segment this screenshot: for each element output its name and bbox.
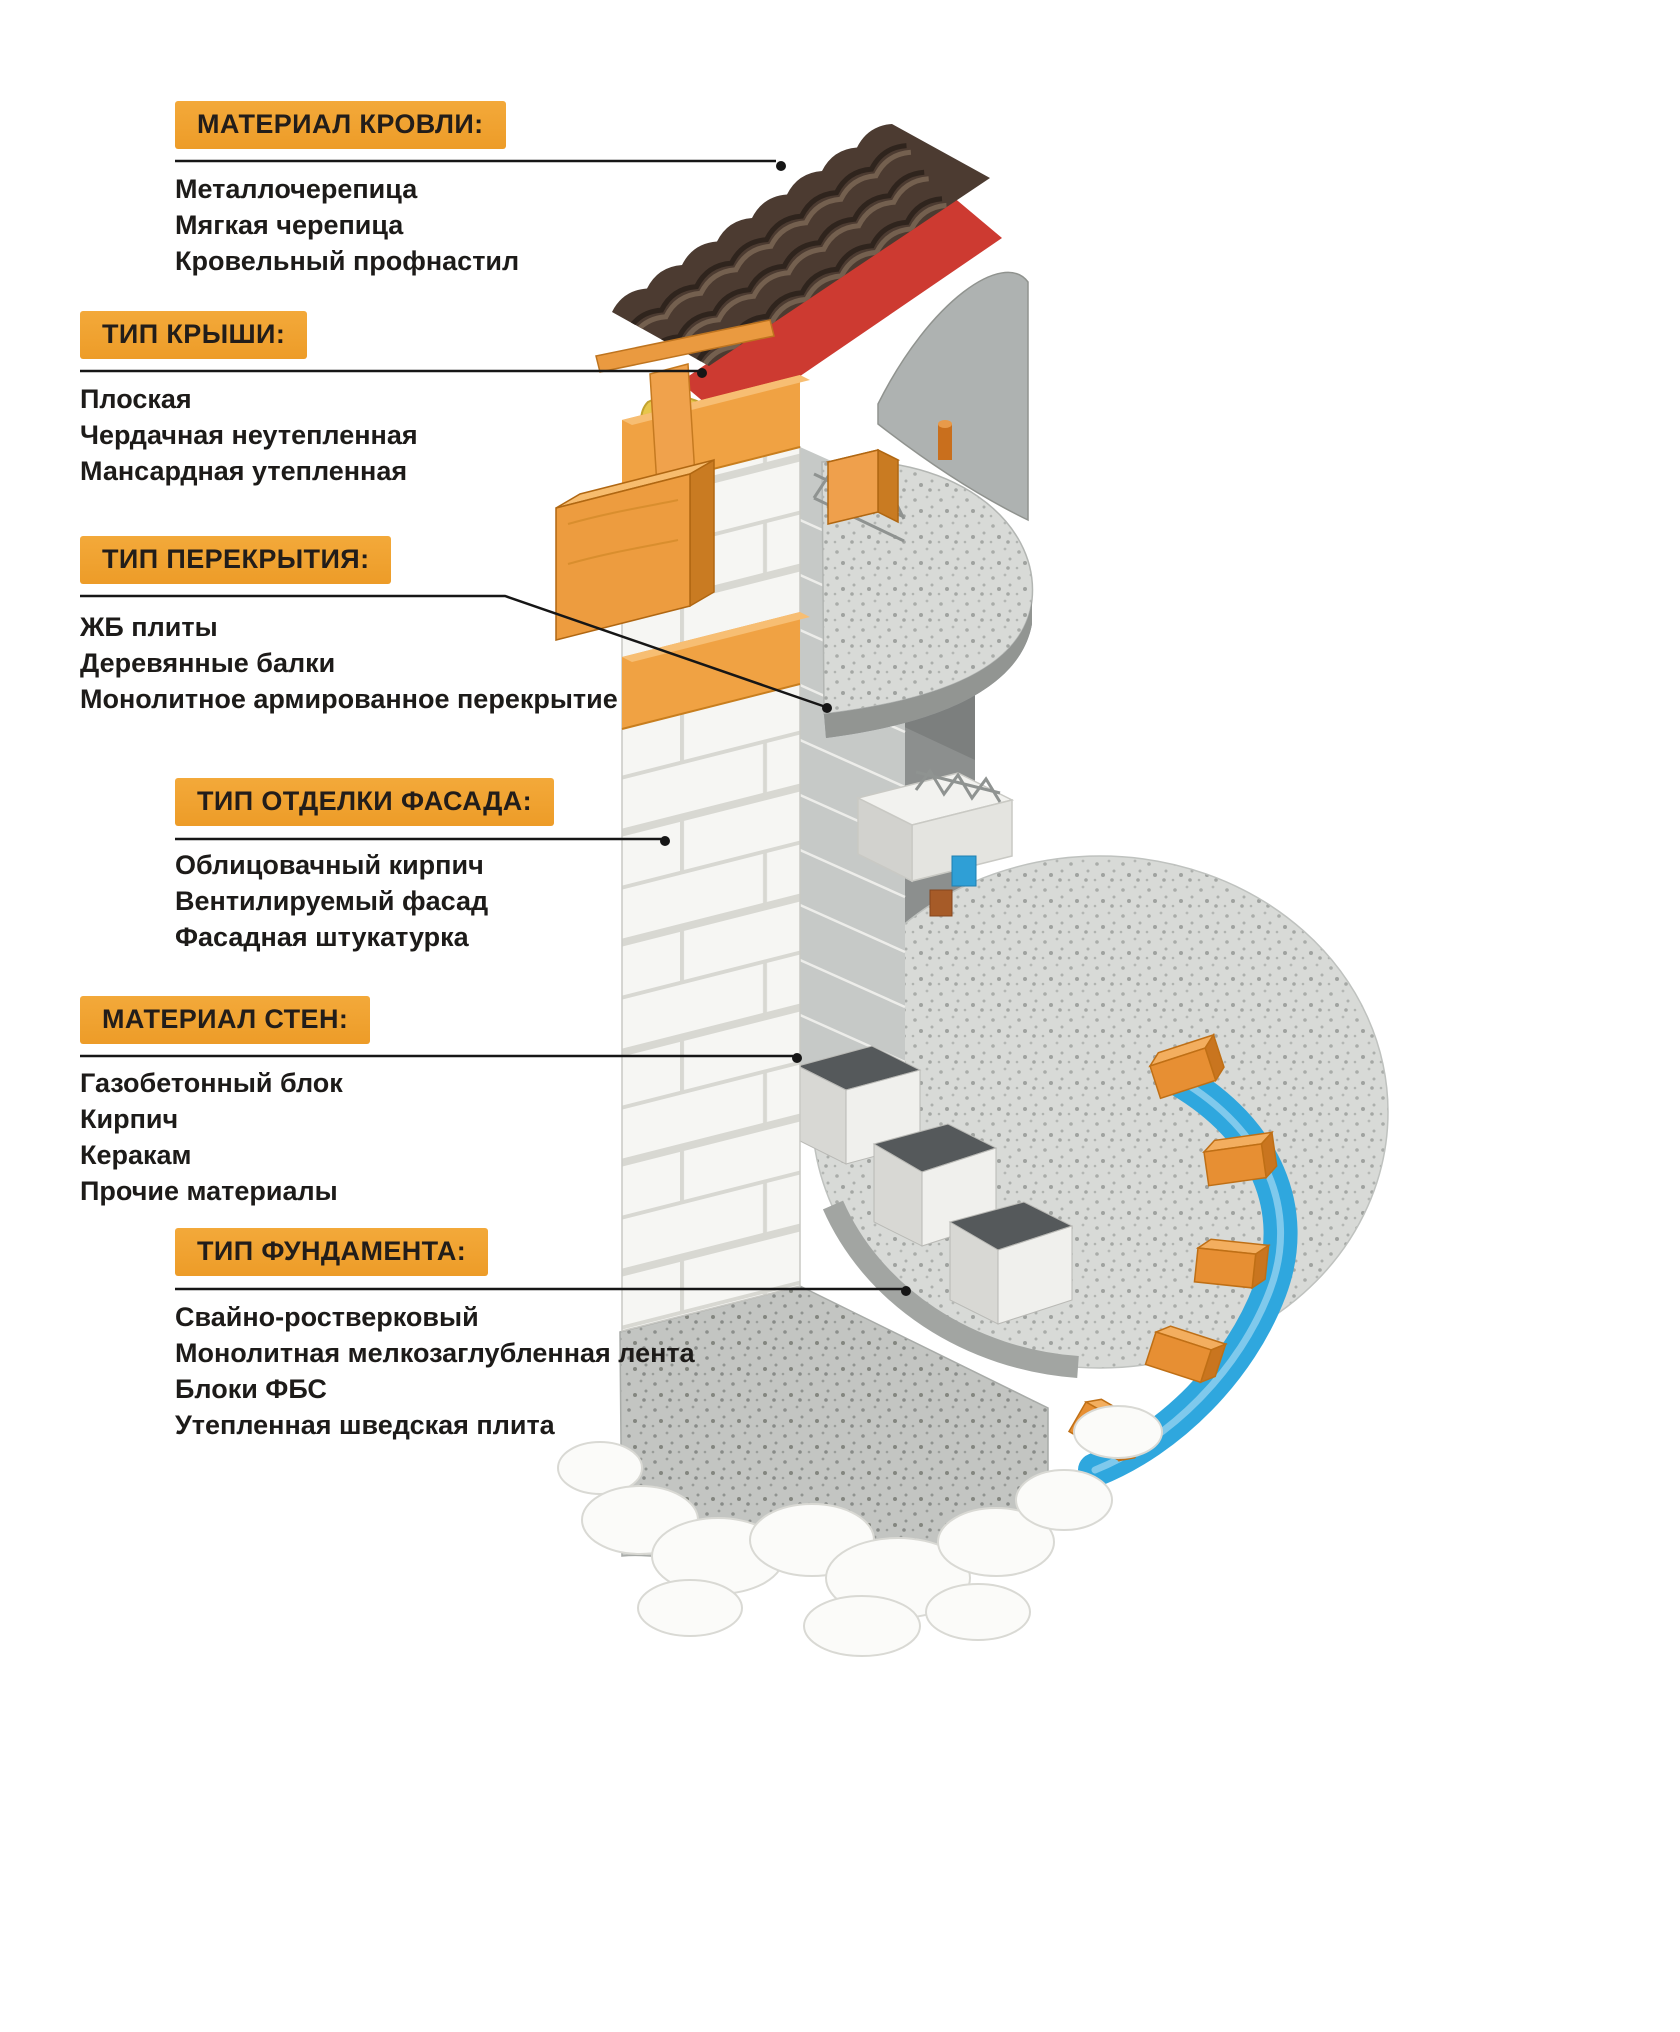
list-item: Монолитное армированное перекрытие — [80, 684, 618, 714]
list-floor-type: ЖБ плиты Деревянные балки Монолитное арм… — [80, 610, 618, 718]
list-roof-material: Металлочерепица Мягкая черепица Кровельн… — [175, 172, 519, 280]
list-item: Керакам — [80, 1140, 192, 1170]
list-item: Прочие материалы — [80, 1176, 338, 1206]
list-item: Металлочерепица — [175, 174, 418, 204]
list-item: Монолитная мелкозаглубленная лента — [175, 1338, 695, 1368]
vent-pipe — [938, 420, 952, 460]
badge-roof-material: МАТЕРИАЛ КРОВЛИ: — [175, 101, 506, 149]
list-facade-finish: Облицовачный кирпич Вентилируемый фасад … — [175, 848, 488, 956]
list-item: Кирпич — [80, 1104, 179, 1134]
roof-membrane-sheet — [877, 271, 1029, 522]
list-item: Мансардная утепленная — [80, 456, 408, 486]
list-wall-material: Газобетонный блок Кирпич Керакам Прочие … — [80, 1066, 343, 1210]
list-item: Фасадная штукатурка — [175, 922, 469, 952]
wood-beam — [555, 458, 715, 641]
badge-wall-material: МАТЕРИАЛ СТЕН: — [80, 996, 371, 1044]
list-item: Газобетонный блок — [80, 1068, 343, 1098]
list-roof-type: Плоская Чердачная неутепленная Мансардна… — [80, 382, 418, 490]
leader-floor-type — [80, 594, 824, 708]
badge-floor-type: ТИП ПЕРЕКРЫТИЯ: — [80, 536, 392, 584]
list-item: Блоки ФБС — [175, 1374, 327, 1404]
list-item: Кровельный профнастил — [175, 246, 520, 276]
list-foundation-type: Свайно-ростверковый Монолитная мелкозагл… — [175, 1300, 695, 1444]
step-blocks — [796, 1045, 1074, 1325]
list-item: Вентилируемый фасад — [175, 886, 489, 916]
list-item: Чердачная неутепленная — [80, 420, 418, 450]
waterproofing-membrane — [1078, 1063, 1298, 1487]
list-item: Свайно-ростверковый — [175, 1302, 479, 1332]
soil-rocks — [557, 1405, 1163, 1657]
roof-tiles — [612, 124, 990, 366]
list-item: Мягкая черепица — [175, 210, 404, 240]
leader-lines — [80, 159, 902, 1291]
badge-facade-finish: ТИП ОТДЕЛКИ ФАСАДА: — [175, 778, 555, 826]
wood-batten — [595, 319, 775, 373]
badge-roof-type: ТИП КРЫШИ: — [80, 311, 308, 359]
ring-beam-band-floor — [621, 612, 810, 730]
utility-boxes — [929, 855, 977, 917]
floor-slab-upper — [821, 459, 1034, 738]
ring-beam-block — [825, 448, 901, 525]
leader-dots — [660, 161, 911, 1296]
list-item: Утепленная шведская плита — [175, 1410, 555, 1440]
list-item: Плоская — [80, 384, 192, 414]
badge-foundation-type: ТИП ФУНДАМЕНТА: — [175, 1228, 489, 1276]
list-item: Деревянные балки — [80, 648, 336, 678]
list-item: Облицовачный кирпич — [175, 850, 484, 880]
rebar-truss-lintel — [914, 768, 1002, 803]
roof-underlayment — [680, 196, 1002, 424]
list-item: ЖБ плиты — [80, 612, 218, 642]
